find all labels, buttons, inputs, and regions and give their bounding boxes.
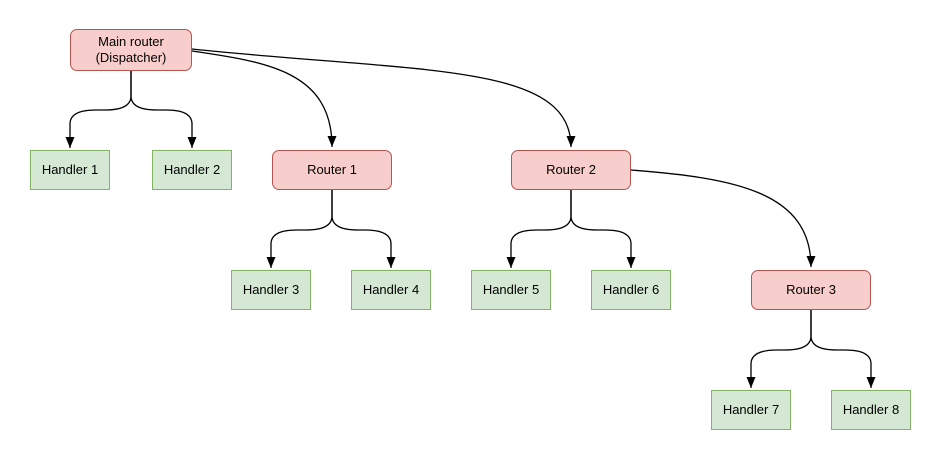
edge-router-2-to-handler-6 bbox=[570, 190, 636, 268]
node-handler-7: Handler 7 bbox=[711, 390, 791, 430]
node-main-router: Main router (Dispatcher) bbox=[70, 29, 192, 71]
edge-main-router-to-handler-1 bbox=[65, 71, 132, 148]
edge-router-1-to-handler-4 bbox=[331, 190, 396, 268]
node-handler-5: Handler 5 bbox=[471, 270, 551, 310]
edge-router-2-to-router-3 bbox=[630, 169, 816, 268]
node-handler-2: Handler 2 bbox=[152, 150, 232, 190]
edge-router-1-to-handler-3 bbox=[266, 190, 333, 268]
node-router-2: Router 2 bbox=[511, 150, 631, 190]
node-handler-6: Handler 6 bbox=[591, 270, 671, 310]
edge-main-router-to-router-2 bbox=[191, 48, 576, 148]
edge-router-3-to-handler-7 bbox=[746, 310, 812, 388]
node-handler-3: Handler 3 bbox=[231, 270, 311, 310]
node-handler-1: Handler 1 bbox=[30, 150, 110, 190]
node-router-3: Router 3 bbox=[751, 270, 871, 310]
edge-main-router-to-router-1 bbox=[191, 50, 337, 148]
edge-router-3-to-handler-8 bbox=[810, 310, 876, 388]
node-router-1: Router 1 bbox=[272, 150, 392, 190]
edge-router-2-to-handler-5 bbox=[506, 190, 572, 268]
node-handler-8: Handler 8 bbox=[831, 390, 911, 430]
edge-main-router-to-handler-2 bbox=[130, 71, 197, 148]
node-handler-4: Handler 4 bbox=[351, 270, 431, 310]
